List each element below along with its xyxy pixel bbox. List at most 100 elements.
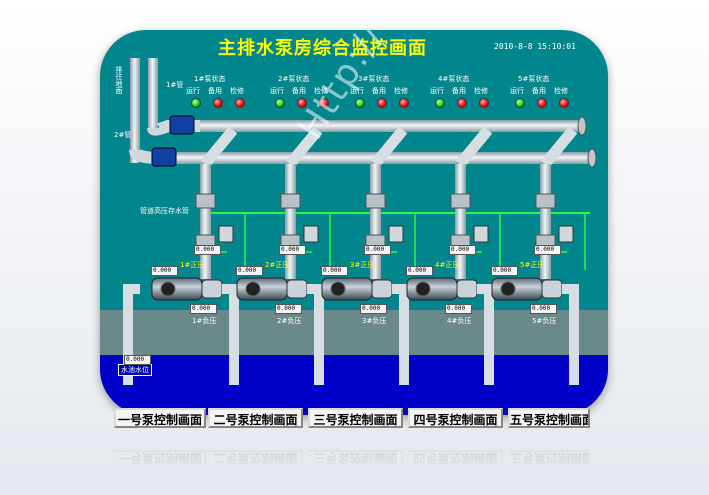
motor-value: 0.000 [236,266,263,276]
motor-value: 0.000 [406,266,433,276]
lamp-label: 检修 [394,87,408,95]
gauge-icon [388,225,404,243]
inlet-pressure-label: 4#负压 [447,317,472,325]
discharge-pipe [370,164,381,279]
valve-icon [365,193,386,209]
status-lamp-icon [457,98,467,108]
outlet-pressure-label: 1#正压 [180,261,205,269]
pump-status-title: 5#泵状态 [518,75,550,83]
inlet-pressure-value: 0.000 [360,304,387,314]
outlet-pressure-value: 0.000 [534,245,561,255]
suction-pipe [307,284,324,385]
motor-fan-icon [330,281,346,297]
button-reflection: 一号泵控制画面 二号泵控制画面 三号泵控制画面 四号泵控制画面 五号泵控制画面 [100,433,608,473]
outlet-pressure-value: 0.000 [364,245,391,255]
pipe-2-end-cap [587,148,597,168]
branch-pipe [200,126,238,168]
lamp-label: 运行 [350,87,364,95]
status-lamp-icon [435,98,445,108]
motor-icon [236,277,288,301]
motor-icon [151,277,203,301]
lamp-label: 检修 [474,87,488,95]
lamp-label: 运行 [270,87,284,95]
riser-2 [130,58,140,163]
status-lamp-icon [479,98,489,108]
pump-1-control-button[interactable]: 一号泵控制画面 [114,408,206,428]
discharge-pipe [200,164,211,279]
inlet-pressure-label: 2#负压 [277,317,302,325]
inlet-pressure-value: 0.000 [190,304,217,314]
pump-casing [541,279,563,299]
pump-2-control-button[interactable]: 二号泵控制画面 [208,408,303,428]
motor-value: 0.000 [321,266,348,276]
lamp-label: 备用 [452,87,466,95]
pump-5-control-button[interactable]: 五号泵控制画面 [508,408,590,428]
gauge-icon [218,225,234,243]
pump-2-reflection: 二号泵控制画面 [208,450,303,470]
flow-meter-1 [169,115,195,135]
pump-5-reflection: 五号泵控制画面 [508,450,590,470]
motor-value: 0.000 [151,266,178,276]
status-lamp-icon [235,98,245,108]
discharge-pipe [455,164,466,279]
valve-icon [280,193,301,209]
control-button-bar: 一号泵控制画面 二号泵控制画面 三号泵控制画面 四号泵控制画面 五号泵控制画面 [100,405,608,431]
pump-casing [456,279,478,299]
pump-1-reflection: 一号泵控制画面 [114,450,206,470]
pump-3-reflection: 三号泵控制画面 [308,450,403,470]
pump-casing [201,279,223,299]
lamp-label: 运行 [510,87,524,95]
pump-casing [371,279,393,299]
status-lamp-icon [399,98,409,108]
outlet-pressure-label: 3#正压 [350,261,375,269]
datetime-display: 2010-8-8 15:10:01 [494,42,576,51]
status-lamp-icon [319,98,329,108]
header-pipe-1 [200,120,580,132]
suction-pipe [222,284,239,385]
outlet-pressure-label: 5#正压 [520,261,545,269]
pipe-diagram [100,58,608,415]
outlet-pressure-value: 0.000 [194,245,221,255]
lamp-label: 备用 [532,87,546,95]
pump-status-title: 2#泵状态 [278,75,310,83]
lamp-label: 检修 [230,87,244,95]
drain-pipe [123,284,140,385]
motor-fan-icon [160,281,176,297]
outlet-pressure-value: 0.000 [449,245,476,255]
motor-icon [321,277,373,301]
scada-panel: 主排水泵房综合监控画面 2010-8-8 15:10:01 排往地面 1#管 2… [100,30,608,415]
suction-pipe [477,284,494,385]
lamp-label: 备用 [208,87,222,95]
inlet-pressure-value: 0.000 [445,304,472,314]
floor [100,310,608,355]
valve-icon [195,193,216,209]
outlet-pressure-label: 4#正压 [435,261,460,269]
pump-casing [286,279,308,299]
inlet-pressure-value: 0.000 [530,304,557,314]
pump-status-title: 3#泵状态 [358,75,390,83]
lamp-label: 备用 [292,87,306,95]
pump-4-control-button[interactable]: 四号泵控制画面 [408,408,503,428]
pump-3-control-button[interactable]: 三号泵控制画面 [308,408,403,428]
status-lamp-icon [537,98,547,108]
motor-value: 0.000 [491,266,518,276]
gauge-icon [558,225,574,243]
motor-fan-icon [500,281,516,297]
pump-group [123,126,579,385]
header-pipe-label: 管道高压存水管 [140,207,189,215]
status-lamp-icon [355,98,365,108]
inlet-pressure-value: 0.000 [275,304,302,314]
page-title: 主排水泵房综合监控画面 [218,38,427,59]
inlet-pressure-label: 3#负压 [362,317,387,325]
status-lamp-icon [191,98,201,108]
status-lamp-icon [213,98,223,108]
status-lamp-icon [377,98,387,108]
pipe-1-end-cap [577,116,587,136]
inlet-pressure-label: 1#负压 [192,317,217,325]
motor-fan-icon [245,281,261,297]
lamp-label: 检修 [314,87,328,95]
outlet-pressure-value: 0.000 [279,245,306,255]
status-lamp-icon [559,98,569,108]
status-lamp-icon [515,98,525,108]
pool-level-value: 0.000 [124,355,151,365]
